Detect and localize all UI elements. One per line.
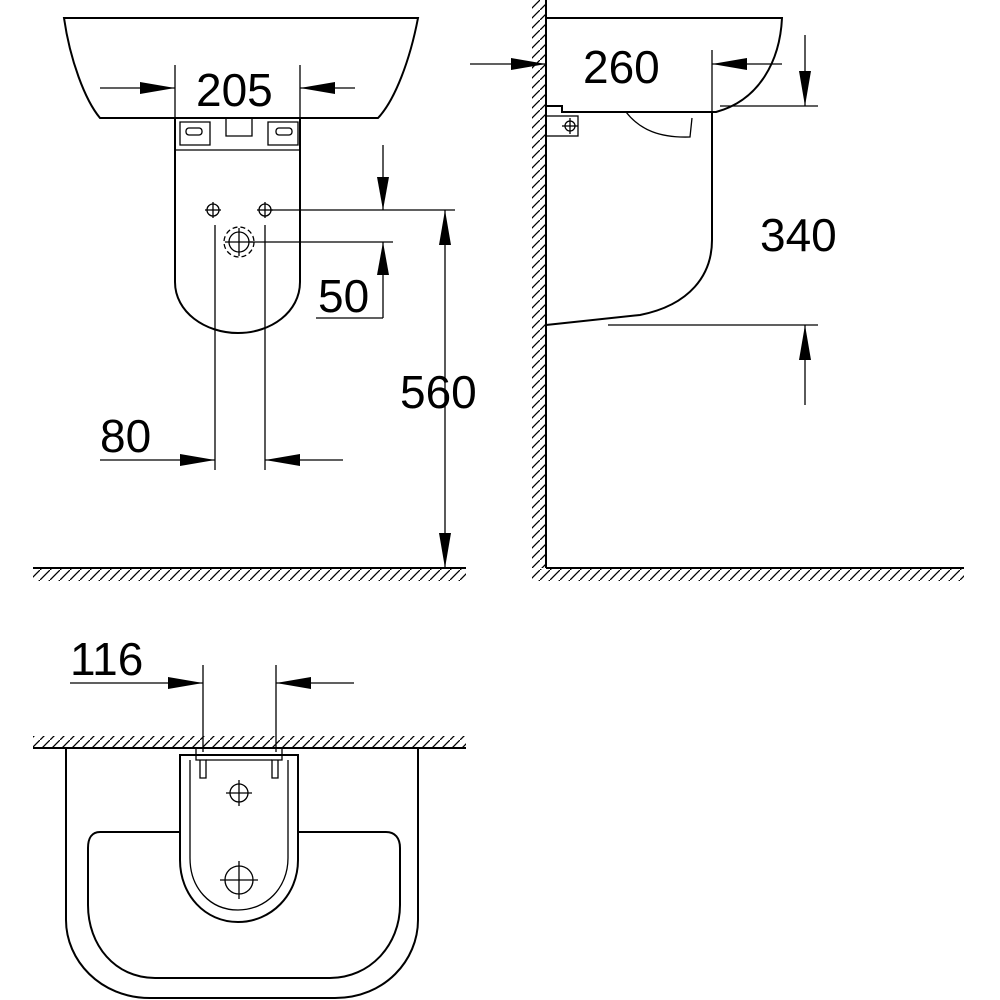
dim-560-label: 560	[400, 366, 477, 418]
side-wall	[532, 0, 547, 568]
dim-80: 80	[100, 225, 343, 470]
top-pedestal	[179, 748, 299, 924]
dim-260: 260	[470, 41, 782, 112]
dim-80-label: 80	[100, 410, 151, 462]
side-floor	[532, 567, 964, 581]
front-bracket-details	[176, 118, 299, 151]
dim-50: 50	[250, 145, 455, 322]
top-holes	[220, 780, 258, 899]
dim-205: 205	[100, 64, 355, 118]
front-pedestal	[174, 118, 301, 335]
dim-340-label: 340	[760, 209, 837, 261]
dim-560: 560	[400, 210, 477, 568]
top-bowl	[87, 831, 401, 979]
side-bracket	[545, 115, 579, 137]
side-basin	[546, 17, 784, 113]
top-basin	[65, 748, 419, 999]
dim-205-label: 205	[196, 64, 273, 116]
dim-50-label: 50	[318, 270, 369, 322]
dim-340: 340	[608, 35, 837, 405]
dim-260-label: 260	[583, 41, 660, 93]
front-floor	[33, 567, 466, 581]
front-view: 205 50 560 80	[33, 17, 477, 581]
top-view: 116	[33, 633, 466, 999]
side-pedestal	[545, 112, 713, 326]
side-view: 260 340	[470, 0, 964, 581]
dim-116-label: 116	[70, 633, 143, 685]
top-wall	[33, 736, 466, 749]
dim-116: 116	[70, 633, 354, 752]
front-basin	[62, 17, 420, 119]
